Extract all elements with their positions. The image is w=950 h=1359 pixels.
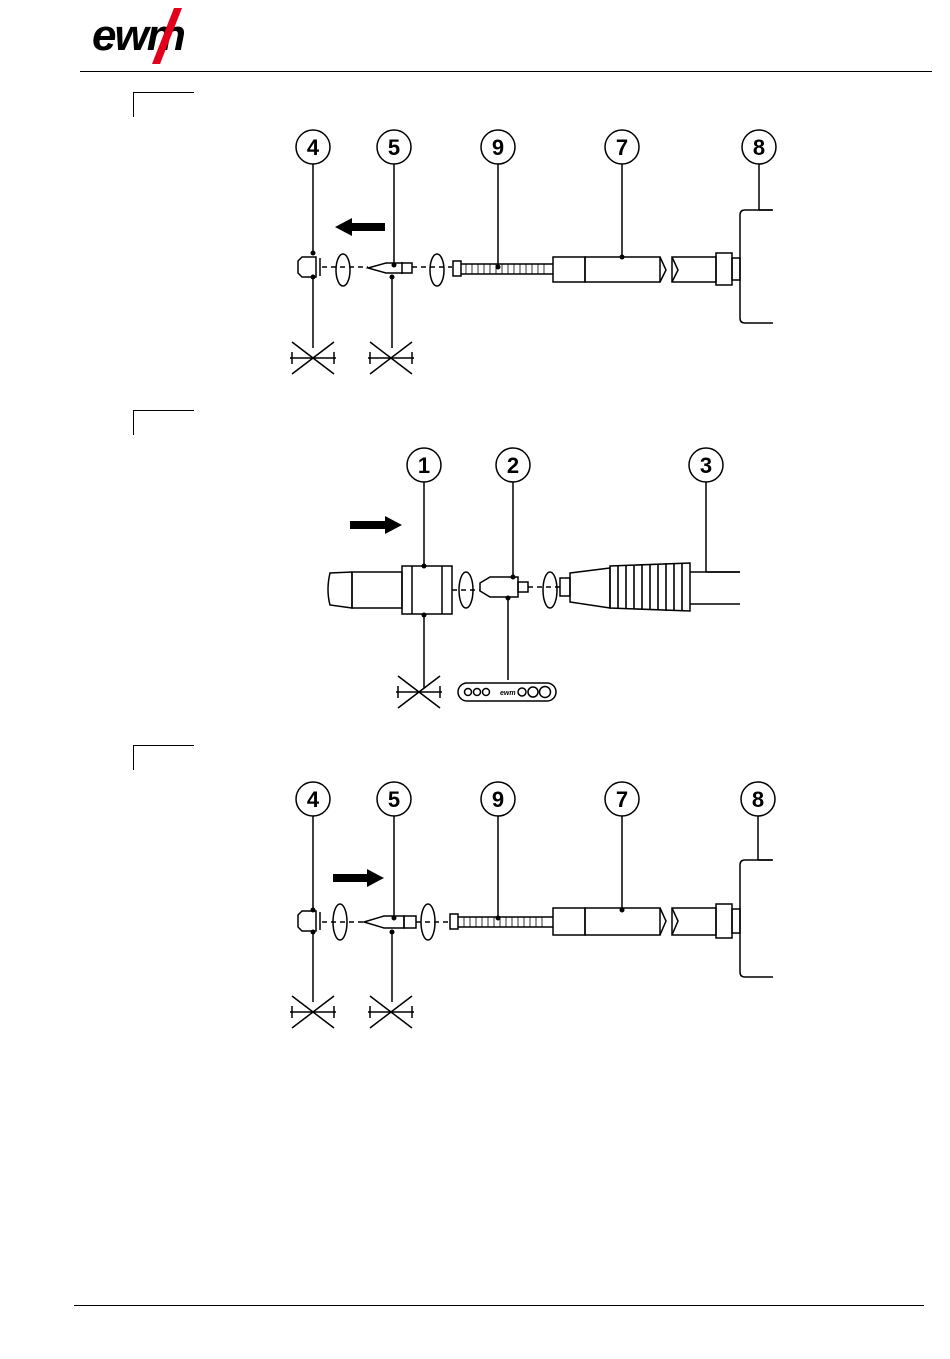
callout-4: 4	[307, 135, 320, 160]
callout-5: 5	[388, 135, 400, 160]
callout-8: 8	[753, 135, 765, 160]
torch-housing-part	[740, 210, 773, 323]
liner-thread	[466, 264, 544, 274]
header-rule	[80, 71, 932, 72]
rotate-arrows-icon	[336, 254, 444, 286]
step-box-3	[133, 745, 194, 770]
figure-2-nozzle: ewm 1 2 3	[0, 440, 950, 720]
step-box-1	[133, 92, 194, 117]
contact-tip-part	[298, 257, 316, 277]
gas-nozzle-tip	[328, 572, 352, 608]
no-wrench-icon	[290, 342, 414, 374]
no-wrench-icon	[290, 996, 414, 1028]
tip-holder-part	[368, 263, 412, 273]
callout-1: 1	[418, 453, 430, 478]
torch-neck-part	[585, 257, 660, 282]
callout-4: 4	[307, 787, 320, 812]
tool-logo-mark: ewm	[500, 690, 516, 697]
callout-2: 2	[507, 453, 519, 478]
tip-holder-part	[364, 916, 404, 928]
gas-nozzle-part	[402, 566, 452, 614]
bellows-ribs	[618, 563, 682, 611]
liner-nut-part	[450, 914, 458, 929]
liner-thread	[464, 917, 542, 927]
callout-3: 3	[700, 453, 712, 478]
torch-housing-part	[740, 860, 773, 977]
liner-nut-part	[453, 261, 461, 276]
contact-tip-part	[298, 911, 316, 931]
figure-1-disassembly: 4 5 9 7 8	[0, 120, 950, 385]
callout-9: 9	[492, 787, 504, 812]
callout-7: 7	[616, 787, 628, 812]
figure-3-assembly: 4 5 9 7 8	[0, 770, 950, 1035]
step-box-2	[133, 410, 194, 435]
gas-diffuser-part	[480, 577, 518, 597]
ewm-logo: ewm	[90, 6, 225, 64]
footer-rule	[74, 1305, 924, 1306]
direction-arrow-icon	[335, 218, 385, 236]
direction-arrow-icon	[333, 869, 384, 887]
callout-9: 9	[492, 135, 504, 160]
callout-5: 5	[388, 787, 400, 812]
direction-arrow-icon	[350, 516, 402, 534]
callout-7: 7	[616, 135, 628, 160]
callout-8: 8	[752, 787, 764, 812]
no-wrench-icon	[396, 676, 442, 708]
